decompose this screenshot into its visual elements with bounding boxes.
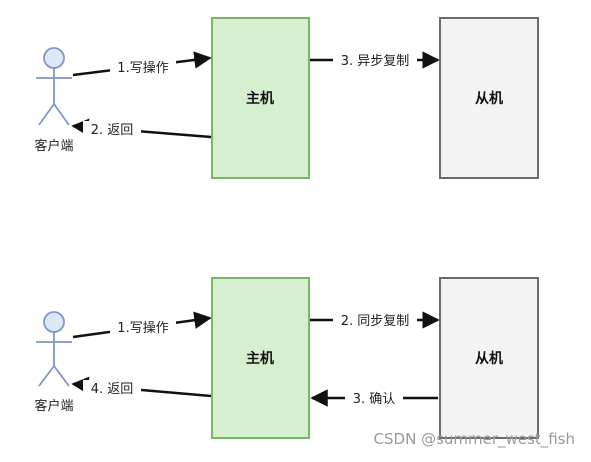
bottom-diagram: 客户端 主机 从机 1.写操作 4. 返回 2. 同步复制 3. 确认 <box>34 277 539 439</box>
bottom-ack-label: 3. 确认 <box>353 392 396 407</box>
top-write-label: 1.写操作 <box>117 60 168 76</box>
top-replica-label: 从机 <box>475 90 503 107</box>
bottom-return-label: 4. 返回 <box>91 382 134 397</box>
top-replicate-label: 3. 异步复制 <box>341 54 410 69</box>
bottom-host-box <box>211 277 310 439</box>
bottom-client-label: 客户端 <box>34 398 73 414</box>
bottom-replica-label: 从机 <box>475 350 503 367</box>
top-host-label: 主机 <box>246 90 274 107</box>
bottom-replica-box <box>439 277 539 439</box>
top-host-box <box>211 17 310 179</box>
bottom-replicate-label: 2. 同步复制 <box>341 314 410 329</box>
watermark: CSDN @summer_west_fish <box>373 430 575 448</box>
bottom-client-actor-icon <box>36 311 72 387</box>
top-replica-box <box>439 17 539 179</box>
bottom-host-label: 主机 <box>246 350 274 367</box>
top-client-actor-icon <box>36 47 72 126</box>
top-return-label: 2. 返回 <box>91 123 134 138</box>
top-client-label: 客户端 <box>34 138 73 154</box>
bottom-write-label: 1.写操作 <box>117 320 168 336</box>
top-diagram: 客户端 主机 从机 1.写操作 2. 返回 3. 异步复制 <box>34 17 539 179</box>
